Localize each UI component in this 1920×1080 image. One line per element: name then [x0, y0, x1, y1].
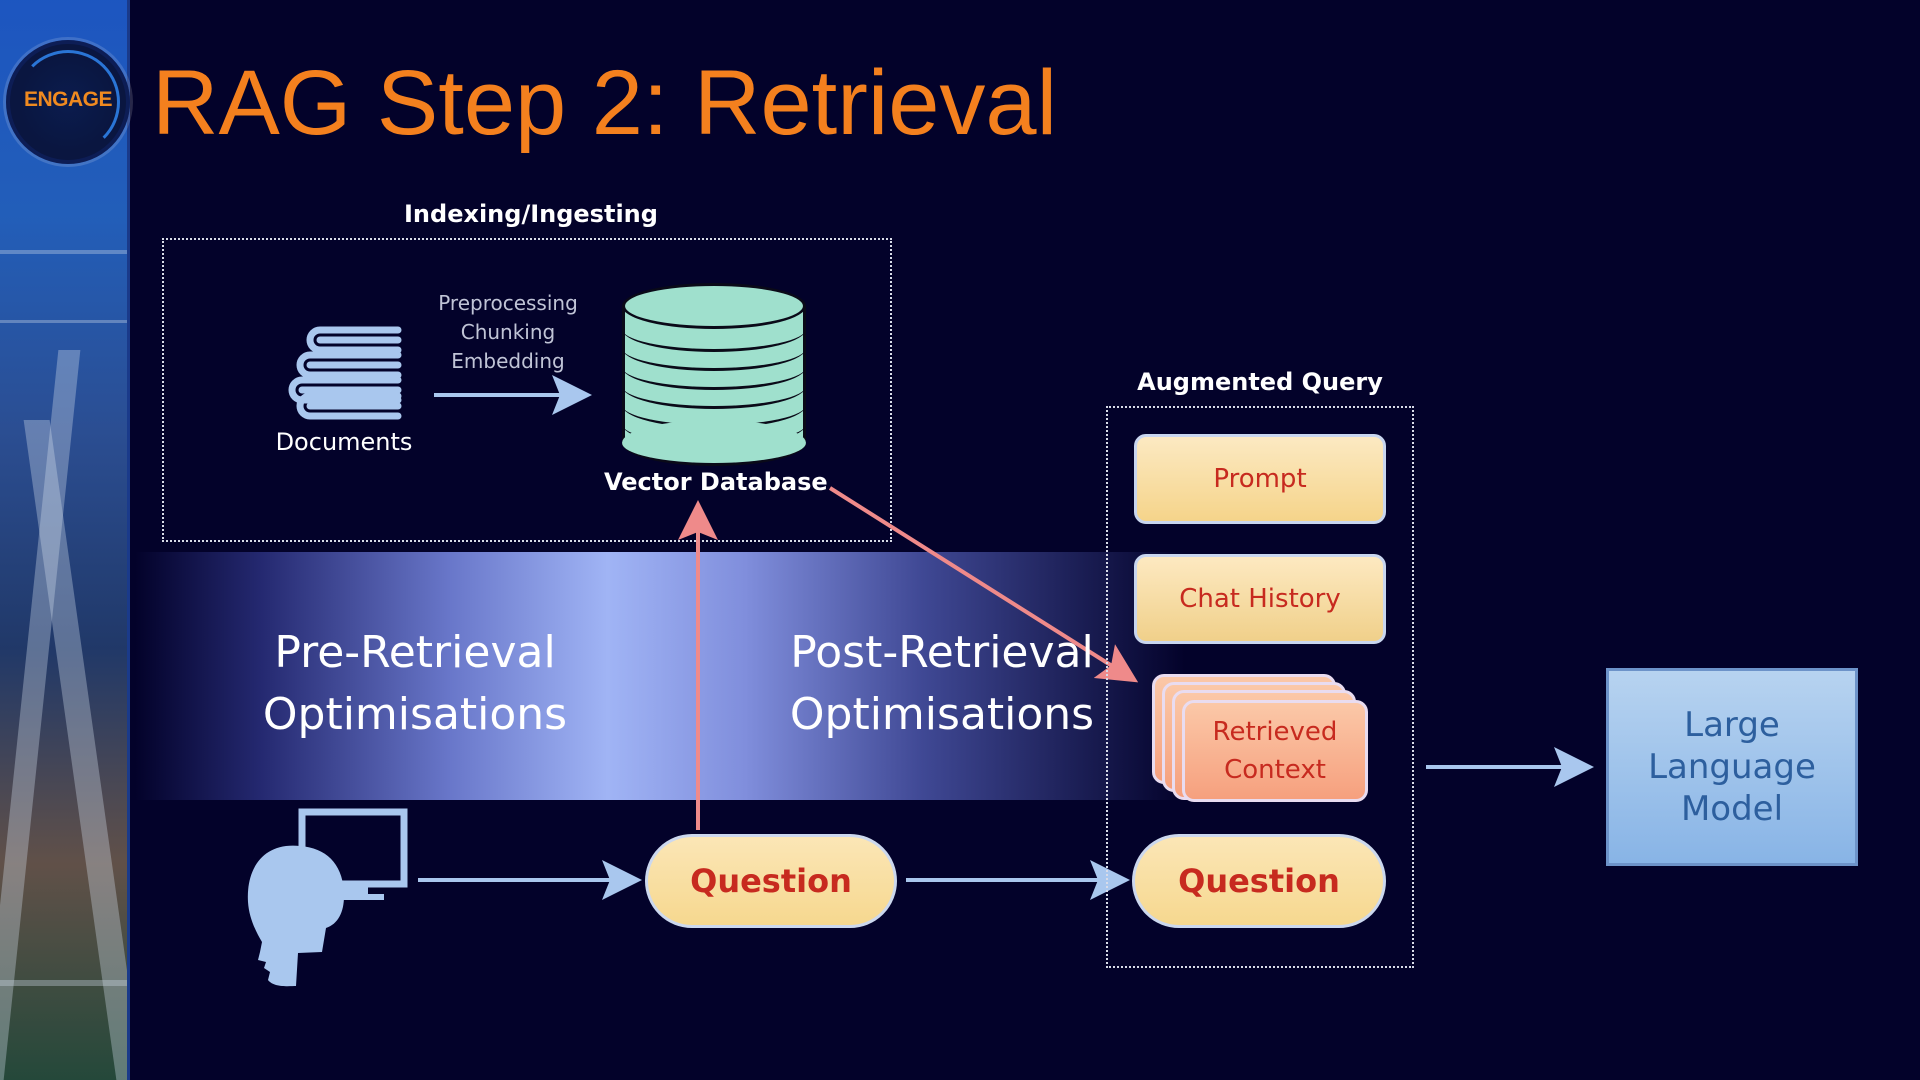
books-icon [288, 326, 402, 420]
user-at-computer-icon [247, 808, 408, 987]
step-chunking: Chunking [460, 320, 556, 344]
post-retrieval-line-1: Post-Retrieval [790, 627, 1094, 678]
prompt-card: Prompt [1134, 434, 1386, 524]
augmented-query-label: Augmented Query [1137, 368, 1383, 396]
post-retrieval-label: Post-Retrieval Optimisations [762, 622, 1122, 746]
pre-retrieval-line-1: Pre-Retrieval [274, 627, 556, 678]
pre-retrieval-label: Pre-Retrieval Optimisations [235, 622, 595, 746]
chat-history-card: Chat History [1134, 554, 1386, 644]
retrieved-context-line-2: Context [1224, 755, 1326, 785]
large-language-model-box: Large Language Model [1606, 668, 1858, 866]
indexing-box [162, 238, 892, 542]
llm-line-1: Large [1684, 705, 1780, 745]
database-to-context-arrow [828, 486, 1139, 683]
llm-line-3: Model [1680, 789, 1784, 829]
augmented-query-box [1106, 406, 1414, 968]
step-preprocessing: Preprocessing [438, 291, 578, 315]
retrieved-context-card: Retrieved Context [1182, 700, 1368, 802]
pre-retrieval-line-2: Optimisations [262, 689, 568, 740]
llm-line-2: Language [1648, 747, 1816, 787]
retrieved-context-line-1: Retrieved [1212, 717, 1338, 747]
step-embedding: Embedding [451, 349, 565, 373]
documents-label: Documents [275, 428, 413, 456]
vector-database-icon [622, 283, 808, 468]
vector-database-label: Vector Database [604, 468, 828, 496]
question-pill: Question [645, 834, 897, 928]
post-retrieval-line-2: Optimisations [789, 689, 1095, 740]
augmented-question-pill: Question [1132, 834, 1386, 928]
slide-title: RAG Step 2: Retrieval [152, 52, 1058, 154]
engage-logo: ENGAGE [6, 40, 130, 164]
building-photo-strip [0, 0, 130, 1080]
optimisation-band [135, 552, 1185, 800]
indexing-label: Indexing/Ingesting [404, 200, 658, 228]
